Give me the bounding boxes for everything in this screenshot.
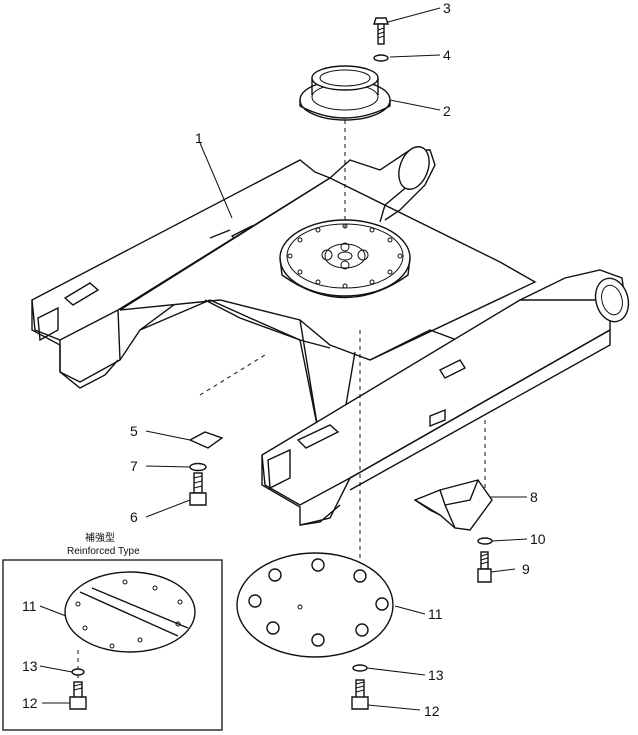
inset-callout-12: 12	[22, 695, 38, 711]
callout-6: 6	[130, 509, 138, 525]
inset-caption-en: Reinforced Type	[67, 546, 140, 557]
callout-5: 5	[130, 423, 138, 439]
callout-1: 1	[195, 130, 203, 146]
bracket-8	[413, 479, 493, 531]
washer-7	[189, 462, 207, 472]
bolt-12	[351, 679, 369, 710]
reinforced-type-inset	[2, 559, 223, 731]
callout-7: 7	[130, 458, 138, 474]
callout-12: 12	[424, 703, 440, 719]
callout-4: 4	[443, 47, 451, 63]
callout-10: 10	[530, 531, 546, 547]
callout-11: 11	[428, 606, 443, 622]
callout-3: 3	[443, 0, 451, 16]
bolt-6	[189, 472, 207, 506]
callout-2: 2	[443, 103, 451, 119]
track-frame	[31, 146, 630, 526]
inset-caption-jp: 補強型	[85, 531, 115, 544]
leader-lines	[145, 7, 528, 711]
cover-plate	[188, 431, 224, 449]
callout-9: 9	[522, 561, 530, 577]
swing-circle-flange	[299, 65, 391, 121]
cover-disc-11	[236, 552, 394, 658]
inset-callout-11: 11	[22, 598, 37, 614]
inset-callout-13: 13	[22, 658, 38, 674]
top-washer	[373, 54, 389, 62]
washer-10	[477, 537, 493, 545]
bolt-9	[477, 551, 492, 583]
top-bolt	[373, 17, 389, 45]
callout-8: 8	[530, 489, 538, 505]
plate-axis-line	[199, 354, 266, 396]
washer-13	[352, 664, 368, 672]
callout-13: 13	[428, 667, 444, 683]
